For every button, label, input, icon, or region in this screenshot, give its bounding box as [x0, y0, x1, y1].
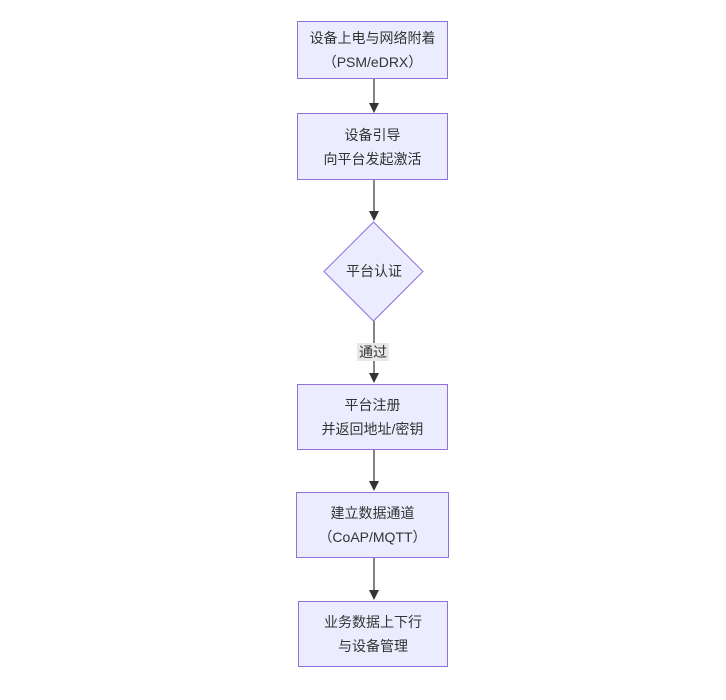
- arrowhead-icon: [369, 373, 379, 383]
- node-line: 并返回地址/密钥: [321, 421, 424, 437]
- edge-e-f: [369, 558, 379, 600]
- node-data-channel: 建立数据通道 （CoAP/MQTT）: [296, 492, 449, 558]
- node-line: （CoAP/MQTT）: [318, 529, 427, 545]
- node-line: 设备上电与网络附着: [309, 30, 436, 46]
- edge-d-e: [369, 450, 379, 491]
- node-line: 业务数据上下行: [324, 614, 422, 630]
- arrowhead-icon: [369, 590, 379, 600]
- decision-platform-auth-label: 平台认证: [346, 263, 402, 279]
- node-device-bootstrap: 设备引导 向平台发起激活: [297, 113, 448, 180]
- node-line: （PSM/eDRX）: [322, 54, 423, 70]
- arrowhead-icon: [369, 481, 379, 491]
- edge-a-b: [369, 79, 379, 113]
- node-line: 设备引导: [344, 126, 401, 143]
- node-business-data: 业务数据上下行 与设备管理: [298, 601, 448, 667]
- node-platform-register: 平台注册 并返回地址/密钥: [297, 384, 448, 450]
- node-line: 建立数据通道: [330, 505, 415, 521]
- node-line: 平台注册: [344, 397, 401, 413]
- node-device-power-attach: 设备上电与网络附着 （PSM/eDRX）: [297, 21, 448, 79]
- node-line: 向平台发起激活: [323, 150, 422, 167]
- node-line: 与设备管理: [338, 638, 408, 654]
- arrowhead-icon: [369, 103, 379, 113]
- edge-label-pass: 通过: [357, 343, 389, 361]
- arrowhead-icon: [369, 211, 379, 221]
- edge-b-c: [369, 180, 379, 221]
